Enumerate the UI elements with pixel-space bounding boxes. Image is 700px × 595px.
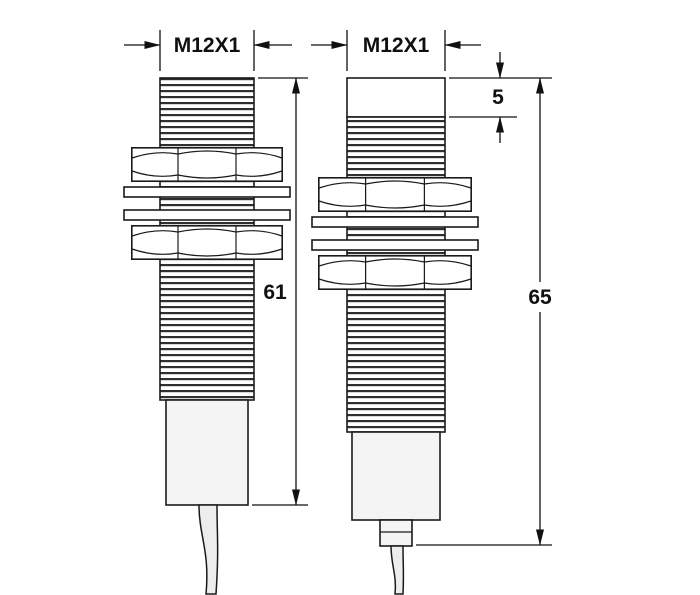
right-sensor xyxy=(311,77,479,595)
left-thread-size-label: M12X1 xyxy=(174,34,241,57)
right-cable-connector xyxy=(379,519,413,547)
left-length-label: 61 xyxy=(263,281,287,304)
right-cable xyxy=(390,545,405,595)
right-hex-nut-lower xyxy=(318,255,472,290)
left-hex-nut-upper xyxy=(131,147,283,182)
left-hex-nut-lower xyxy=(131,225,283,260)
right-length-label: 65 xyxy=(528,286,552,309)
tip-height-label: 5 xyxy=(492,86,504,109)
left-washer-lower xyxy=(123,209,291,221)
right-sensor-tip xyxy=(346,77,446,118)
right-hex-nut-upper xyxy=(318,177,472,212)
left-sensor xyxy=(123,77,291,595)
right-thread-size-label: M12X1 xyxy=(363,34,430,57)
right-sensor-body xyxy=(351,431,441,521)
right-dimensions: M12X1 5 65 xyxy=(311,30,552,546)
right-washer-upper xyxy=(311,216,479,228)
left-sensor-body xyxy=(165,399,249,506)
right-washer-lower xyxy=(311,239,479,251)
left-cable xyxy=(198,504,219,595)
left-washer-upper xyxy=(123,186,291,198)
left-dimensions: M12X1 61 xyxy=(124,30,308,506)
